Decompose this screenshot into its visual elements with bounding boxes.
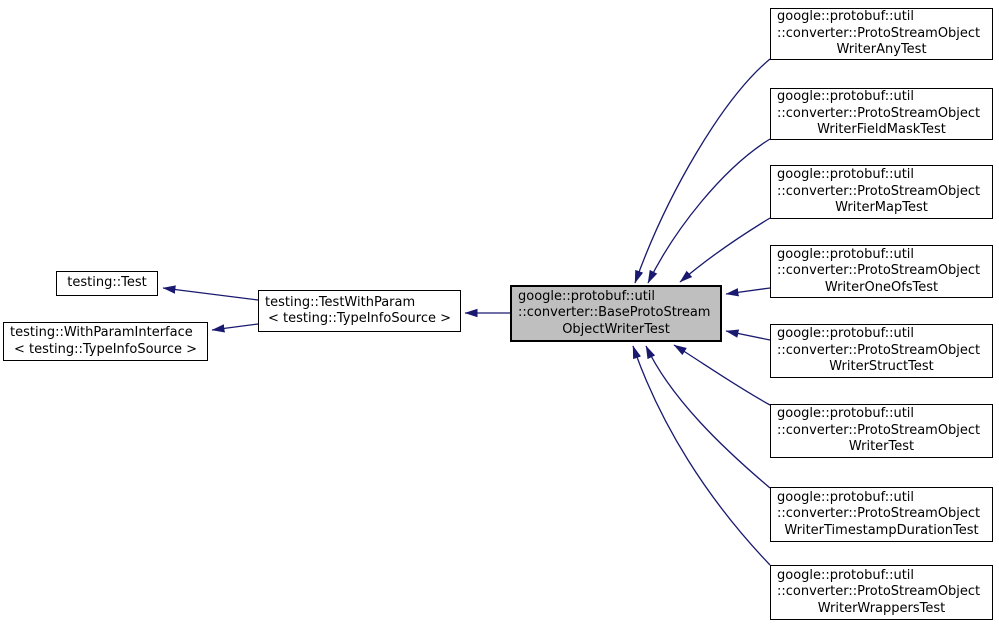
class-name-line: WriterOneOfsTest: [824, 279, 939, 295]
class-node-protostreamobjectwritermaptest[interactable]: google::protobuf::util ::converter::Prot…: [770, 165, 993, 219]
class-name-line: google::protobuf::util: [777, 326, 915, 342]
edge-testwithparam-to-test: [162, 285, 259, 301]
edge-oneofstest-to-base: [725, 287, 771, 297]
class-name-line: < testing::TypeInfoSource >: [14, 341, 197, 357]
class-name-line: ::converter::ProtoStreamObject: [777, 584, 981, 600]
edge-maptest-to-base: [679, 217, 771, 283]
class-name-line: ::converter::ProtoStreamObject: [777, 506, 981, 522]
class-node-testwithparam[interactable]: testing::TestWithParam < testing::TypeIn…: [258, 290, 461, 332]
edge-testwithparam-to-withparaminterface: [211, 323, 259, 333]
class-name-line: WriterFieldMaskTest: [817, 122, 946, 138]
class-name-line: ::converter::BaseProtoStream: [518, 305, 711, 321]
class-name-line: google::protobuf::util: [777, 9, 915, 25]
class-node-withparaminterface[interactable]: testing::WithParamInterface < testing::T…: [3, 322, 208, 361]
class-name-line: google::protobuf::util: [777, 406, 915, 422]
class-name-line: ::converter::ProtoStreamObject: [777, 105, 981, 121]
class-name-line: google::protobuf::util: [777, 246, 915, 262]
class-name-line: WriterWrappersTest: [817, 600, 946, 616]
class-name-line: WriterStructTest: [829, 359, 934, 375]
edge-wrapperstest-to-base: [632, 345, 771, 566]
class-node-protostreamobjectwriteranytest[interactable]: google::protobuf::util ::converter::Prot…: [770, 8, 993, 60]
class-node-baseprotostreamobjectwritertest-current: google::protobuf::util ::converter::Base…: [510, 285, 722, 342]
class-name-line: google::protobuf::util: [777, 567, 915, 583]
class-name-line: < testing::TypeInfoSource >: [268, 311, 451, 326]
class-node-protostreamobjectwritertimestampdurationtest[interactable]: google::protobuf::util ::converter::Prot…: [770, 487, 993, 542]
class-name-line: google::protobuf::util: [777, 89, 915, 105]
edge-writertest-to-base: [673, 344, 771, 406]
class-name-line: google::protobuf::util: [777, 167, 915, 183]
class-name-line: ::converter::ProtoStreamObject: [777, 25, 981, 41]
class-name-line: google::protobuf::util: [518, 288, 656, 304]
edge-timestampdurationtest-to-base: [645, 345, 771, 489]
class-name-line: WriterAnyTest: [836, 42, 927, 58]
class-name-line: testing::TestWithParam: [265, 294, 416, 310]
class-node-testing-test[interactable]: testing::Test: [56, 271, 158, 296]
class-name-line: ::converter::ProtoStreamObject: [777, 342, 981, 358]
edge-fieldmasktest-to-base: [647, 138, 771, 284]
class-node-protostreamobjectwriterfieldmasktest[interactable]: google::protobuf::util ::converter::Prot…: [770, 88, 993, 140]
class-name-line: ObjectWriterTest: [562, 321, 670, 337]
class-name-line: testing::Test: [67, 275, 147, 291]
edge-anytest-to-base: [634, 58, 771, 284]
class-name-line: WriterMapTest: [835, 200, 928, 216]
class-name-line: ::converter::ProtoStreamObject: [777, 263, 981, 279]
class-name-line: ::converter::ProtoStreamObject: [777, 422, 981, 438]
class-node-protostreamobjectwriterstructtest[interactable]: google::protobuf::util ::converter::Prot…: [770, 324, 993, 378]
class-name-line: WriterTest: [848, 439, 915, 455]
class-name-line: google::protobuf::util: [777, 489, 915, 505]
class-name-line: ::converter::ProtoStreamObject: [777, 183, 981, 199]
class-name-line: WriterTimestampDurationTest: [784, 522, 979, 538]
class-node-protostreamobjectwriteroneofstest[interactable]: google::protobuf::util ::converter::Prot…: [770, 245, 993, 298]
edge-structtest-to-base: [725, 329, 771, 341]
class-node-protostreamobjectwritertest[interactable]: google::protobuf::util ::converter::Prot…: [770, 404, 993, 458]
class-name-line: testing::WithParamInterface: [10, 325, 193, 340]
class-node-protostreamobjectwriterwrapperstest[interactable]: google::protobuf::util ::converter::Prot…: [770, 565, 993, 620]
